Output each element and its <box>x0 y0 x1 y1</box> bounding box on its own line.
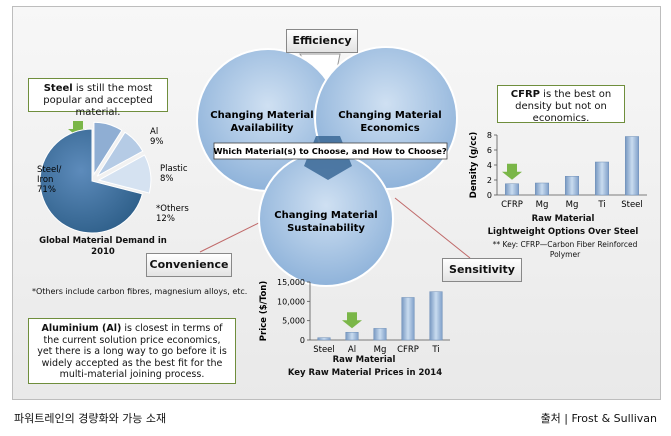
pie-chart-title: Global Material Demand in 2010 <box>39 236 167 257</box>
bar <box>401 297 415 341</box>
bar <box>373 328 387 341</box>
bar <box>595 161 609 196</box>
x-tick-label: Steel <box>621 200 643 210</box>
aluminium-note-text: is closest in terms of the current solut… <box>37 323 227 380</box>
y-tick-label: 6 <box>487 146 492 155</box>
y-tick-label: 10,000 <box>277 297 305 306</box>
highlight-arrow-icon <box>502 163 522 180</box>
cfrp-note-box: CFRP is the best on density but not on e… <box>497 85 625 124</box>
x-tick-label: Mg <box>566 200 579 210</box>
bar <box>505 183 519 196</box>
x-tick-label: Ti <box>431 345 439 355</box>
pie-slice <box>39 128 143 234</box>
efficiency-tag: Efficiency <box>286 29 358 53</box>
steel-note-text: is still the most popular and accepted m… <box>43 83 153 118</box>
bar <box>565 176 579 196</box>
price-chart-xlabel: Raw Material <box>332 355 396 365</box>
y-tick-label: 2 <box>487 176 492 185</box>
bar <box>317 337 331 341</box>
y-tick-label: 15,000 <box>277 278 305 287</box>
pie-slice <box>96 131 144 177</box>
bar <box>429 291 443 341</box>
price-chart-title: Key Raw Material Prices in 2014 <box>287 368 443 378</box>
others-footnote: *Others include carbon fibres, magnesium… <box>32 287 248 296</box>
sensitivity-connector <box>394 197 471 259</box>
center-question-box <box>213 142 448 160</box>
bar <box>345 332 359 341</box>
density-chart-xlabel: Raw Material <box>531 214 595 224</box>
x-tick-label: Al <box>348 345 356 355</box>
aluminium-note-box: Aluminium (Al) is closest in terms of th… <box>28 318 236 384</box>
x-tick-label: Ti <box>597 200 605 210</box>
y-axis-label: Density (g/cc) <box>469 132 479 199</box>
bar <box>535 182 549 196</box>
x-tick-label: Mg <box>536 200 549 210</box>
highlight-arrow-icon <box>342 312 362 329</box>
x-tick-label: CFRP <box>501 200 523 210</box>
pie-slice <box>93 121 123 176</box>
cfrp-note-bold: CFRP <box>510 89 540 100</box>
x-tick-label: Steel <box>313 345 335 355</box>
center-question: Which Material(s) to Choose, and How to … <box>213 146 446 156</box>
pie-slice <box>97 154 152 194</box>
cfrp-key-note: ** Key: CFRP—Carbon Fiber Reinforced Pol… <box>492 240 638 259</box>
bar <box>625 136 639 196</box>
y-tick-label: 8 <box>487 131 492 140</box>
density-chart-title: Lightweight Options Over Steel <box>487 227 639 237</box>
figure-caption: 파워트레인의 경량화와 가능 소재 <box>14 412 167 425</box>
cfrp-note-text: is the best on density but not on econom… <box>515 89 612 124</box>
convenience-tag: Convenience <box>146 253 232 277</box>
steel-note-box: Steel is still the most popular and acce… <box>28 78 168 118</box>
steel-note-bold: Steel <box>43 83 73 94</box>
x-tick-label: Mg <box>374 345 387 355</box>
y-tick-label: 5,000 <box>282 317 305 326</box>
x-tick-label: CFRP <box>397 345 419 355</box>
y-tick-label: 0 <box>487 191 492 200</box>
aluminium-note-bold: Aluminium (Al) <box>41 323 122 334</box>
y-tick-label: 0 <box>300 336 305 345</box>
y-tick-label: 4 <box>487 161 492 170</box>
y-axis-label: Price ($/Ton) <box>259 281 269 342</box>
sensitivity-tag: Sensitivity <box>442 258 522 282</box>
source-credit: 출처 | Frost & Sullivan <box>540 412 657 425</box>
